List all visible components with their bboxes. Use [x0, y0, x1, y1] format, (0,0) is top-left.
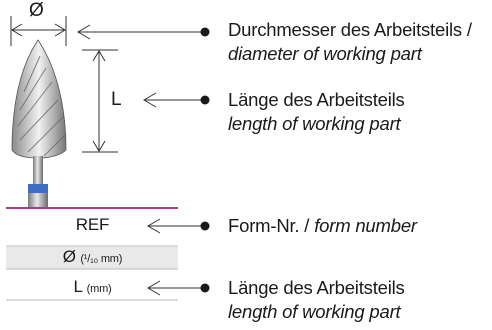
callout-leaders: [77, 24, 210, 296]
length-dimension: [82, 49, 118, 153]
callout-form-de: Form-Nr. /: [228, 215, 310, 236]
callout-length-mm-de: Länge des Arbeitsteils: [228, 277, 405, 298]
callout-dot-length-mm: [200, 283, 210, 293]
table-row-length-label: L: [73, 277, 83, 296]
table-row-ref-label: REF: [75, 215, 110, 234]
callout-length-mm-en: length of working part: [228, 301, 401, 322]
callout-dot-form: [200, 221, 210, 231]
callout-length-en: length of working part: [228, 113, 401, 134]
callout-diameter-de: Durchmesser des Arbeitsteils /: [228, 19, 472, 40]
callout-dot-diameter: [200, 27, 210, 37]
burr-neck: [33, 156, 43, 188]
table-row-length-unit: (mm): [86, 283, 112, 295]
callout-length-de: Länge des Arbeitsteils: [228, 89, 405, 110]
callout-form: Form-Nr. / form number: [228, 215, 417, 237]
length-symbol-label: L: [111, 89, 122, 110]
diameter-dimension: [10, 16, 67, 46]
table-row-diameter: Ø (¹/₁₀ mm): [5, 246, 180, 270]
callout-diameter-en: diameter of working part: [228, 43, 422, 64]
table-row-ref: REF: [5, 214, 180, 236]
callout-dot-length: [200, 95, 210, 105]
diameter-symbol-label: Ø: [29, 0, 44, 21]
table-row-diameter-unit: (¹/₁₀ mm): [80, 253, 123, 265]
table-row-length: L (mm): [5, 276, 180, 300]
table-row-1-bg: [6, 247, 178, 269]
callout-form-en: form number: [314, 215, 417, 236]
color-band: [28, 184, 48, 193]
burr-instrument: [11, 39, 67, 208]
table-row-diameter-label: Ø: [62, 247, 76, 266]
